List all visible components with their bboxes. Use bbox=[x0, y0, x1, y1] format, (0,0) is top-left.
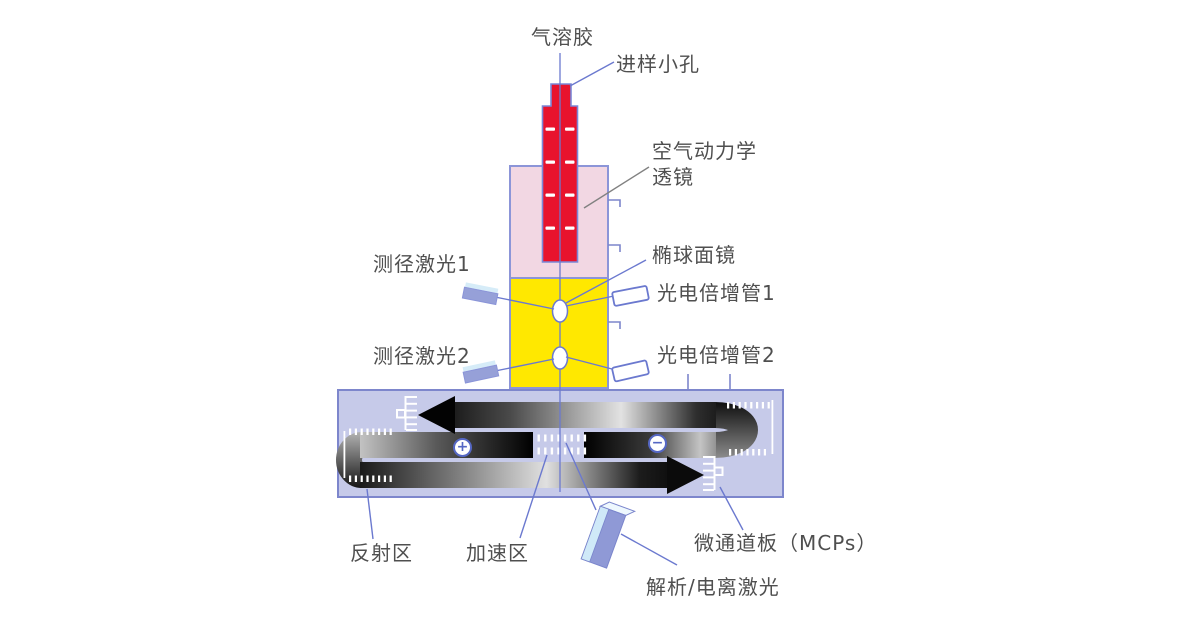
desorption-laser-leader bbox=[620, 533, 678, 566]
desorption-laser-device bbox=[580, 501, 637, 569]
label-aerodynamic-lens-line1: 空气动力学 bbox=[652, 139, 757, 163]
aero-lens-leader bbox=[583, 166, 650, 209]
lens-port-mark-1 bbox=[608, 199, 621, 207]
mcp-leader bbox=[719, 486, 744, 531]
sizing-laser1-device bbox=[461, 281, 500, 306]
label-pmt2: 光电倍增管2 bbox=[657, 343, 776, 367]
reflection-region-leader bbox=[366, 488, 374, 540]
electrode-tick-marks bbox=[343, 400, 774, 482]
sizing-region-chamber bbox=[509, 277, 609, 389]
mirror-leader bbox=[565, 259, 647, 304]
positive-charge-badge: + bbox=[453, 438, 472, 457]
pmt2-device bbox=[611, 359, 650, 383]
negative-charge-badge: − bbox=[648, 434, 667, 453]
label-inlet-orifice: 进样小孔 bbox=[616, 52, 700, 76]
ellipsoidal-mirror-2 bbox=[551, 346, 569, 370]
pmt1-beam bbox=[565, 295, 615, 307]
pmt2-beam bbox=[565, 356, 613, 370]
label-mcp: 微通道板（MCPs） bbox=[694, 531, 878, 555]
label-aerodynamic-lens: 空气动力学 透镜 bbox=[652, 138, 757, 190]
left-arrowhead bbox=[418, 396, 455, 434]
ellipsoidal-mirror-1 bbox=[551, 299, 569, 323]
sizing-laser1-beam bbox=[494, 296, 555, 310]
mcp-comb-right bbox=[703, 456, 724, 491]
label-aerodynamic-lens-line2: 透镜 bbox=[652, 165, 694, 189]
label-sizing-laser2: 测径激光2 bbox=[373, 344, 471, 368]
reflectron-comb-left bbox=[396, 396, 417, 431]
right-arrowhead bbox=[667, 456, 704, 494]
label-pmt1: 光电倍增管1 bbox=[657, 281, 776, 305]
label-desorption-laser: 解析/电离激光 bbox=[646, 575, 780, 599]
sizing-laser2-beam bbox=[494, 358, 555, 372]
inlet-orifice-leader bbox=[569, 61, 615, 87]
sizing-port-mark bbox=[608, 321, 621, 329]
pmt1-device bbox=[611, 285, 650, 307]
lens-stage-gaps bbox=[545, 127, 575, 230]
label-acceleration-region: 加速区 bbox=[466, 541, 529, 565]
label-ellipsoidal-mirror: 椭球面镜 bbox=[652, 243, 736, 267]
chamber-port-marks bbox=[608, 199, 731, 390]
label-sizing-laser1: 测径激光1 bbox=[373, 252, 471, 276]
label-reflection-region: 反射区 bbox=[350, 541, 413, 565]
label-aerosol: 气溶胶 bbox=[531, 25, 594, 49]
sizing-laser2-device bbox=[461, 359, 500, 384]
acceleration-region-leader bbox=[519, 454, 548, 539]
leader-lines bbox=[366, 61, 744, 566]
lens-port-mark-2 bbox=[608, 244, 621, 252]
desorption-laser-beam bbox=[565, 442, 597, 511]
